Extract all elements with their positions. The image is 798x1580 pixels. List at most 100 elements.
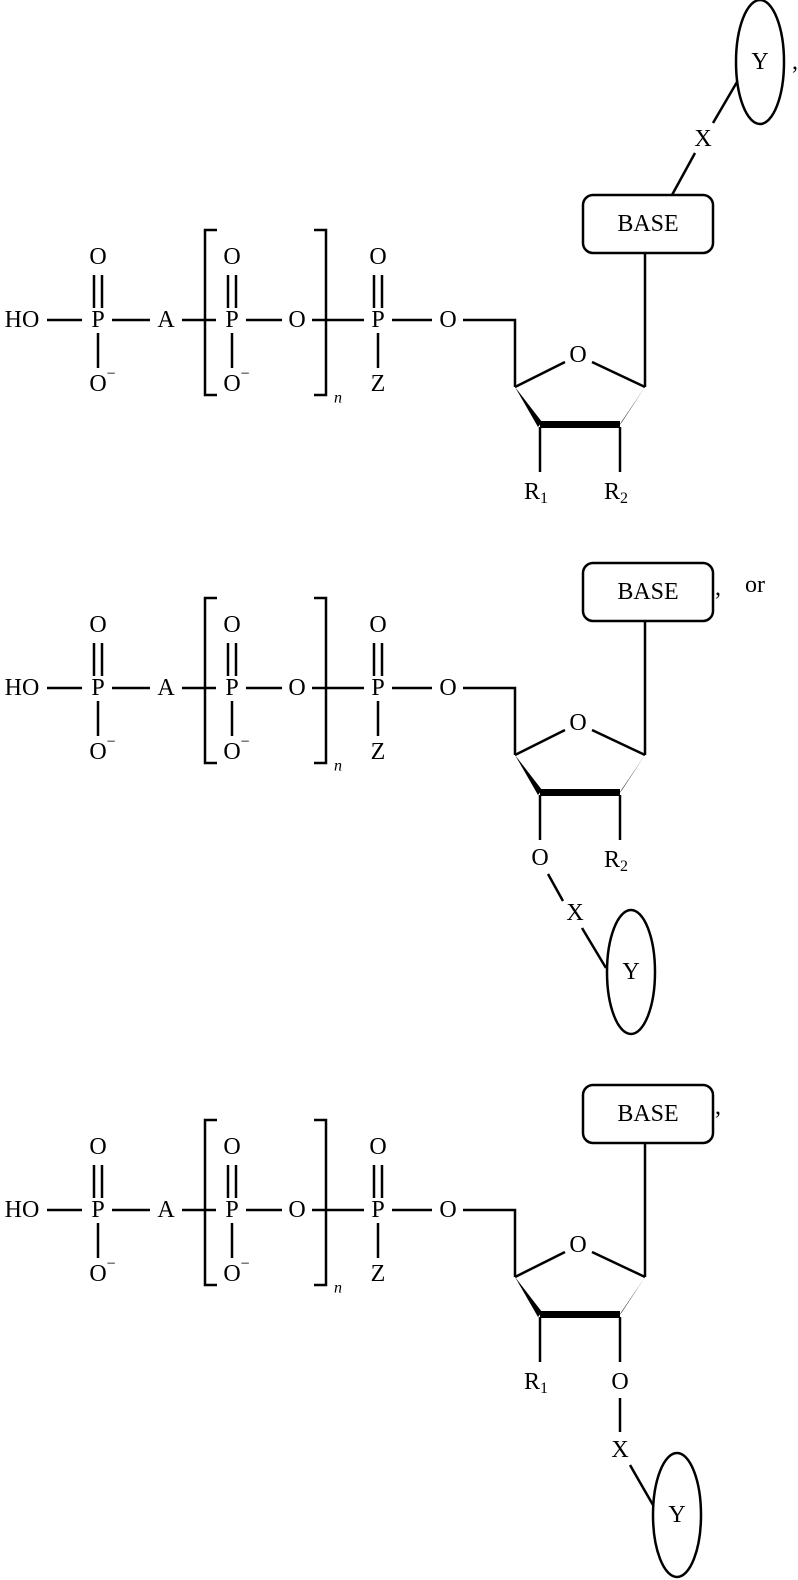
atom-o: O [369,244,386,270]
atom-r: R [524,479,540,505]
wedge-bond [618,387,645,427]
bond [582,928,606,968]
atom-y: Y [668,1502,685,1528]
atom-o-minus: O [223,1261,240,1287]
bond [515,362,565,387]
trailing-comma: , [715,575,721,601]
trailing-comma: , [792,49,798,75]
subscript: 1 [540,1380,548,1397]
atom-p: P [371,307,384,333]
bond [592,362,645,387]
atom-z: Z [371,739,386,765]
atom-o: O [288,675,305,701]
wedge-bond [515,387,542,427]
bond [592,1252,645,1277]
atom-o-minus: O [89,739,106,765]
bond [515,1252,565,1277]
atom-ho: HO [5,675,40,701]
right-bracket [314,230,326,395]
r1-label: R1 [524,1369,548,1397]
ring-oxygen: O [569,342,586,368]
wedge-bond [515,1277,542,1317]
bold-bond [540,1311,620,1318]
atom-a: A [157,307,175,333]
trailing-comma: , [715,1094,721,1120]
atom-a: A [157,675,175,701]
subscript: 1 [540,490,548,507]
wedge-bond [618,1277,645,1317]
atom-o-minus: O [223,739,240,765]
right-bracket [314,598,326,763]
atom-o: O [288,1197,305,1223]
atom-o: O [89,612,106,638]
atom-o: O [531,845,548,871]
r2-label: R2 [604,479,628,507]
r2-label: R2 [604,847,628,875]
charge-minus: − [240,1256,249,1273]
charge-minus: − [240,734,249,751]
atom-o-minus: O [89,1261,106,1287]
base-label: BASE [617,1101,678,1127]
atom-r: R [604,479,620,505]
repeat-n: n [334,390,342,407]
ch2-bond [463,688,515,755]
subscript: 2 [620,858,628,875]
ch2-bond [463,320,515,387]
atom-x: X [611,1437,628,1463]
atom-o: O [89,1134,106,1160]
bond [515,730,565,755]
atom-o: O [439,675,456,701]
atom-p: P [225,307,238,333]
bold-bond [540,789,620,796]
bond [548,874,563,901]
atom-o: O [223,244,240,270]
charge-minus: − [106,734,115,751]
ring-oxygen: O [569,1232,586,1258]
atom-p: P [91,1197,104,1223]
atom-y: Y [622,959,639,985]
atom-ho: HO [5,1197,40,1223]
repeat-n: n [334,758,342,775]
repeat-n: n [334,1280,342,1297]
atom-a: A [157,1197,175,1223]
bond [713,82,737,123]
left-bracket [205,230,217,395]
charge-minus: − [106,366,115,383]
charge-minus: − [240,366,249,383]
atom-o: O [439,307,456,333]
atom-p: P [225,1197,238,1223]
atom-o: O [439,1197,456,1223]
atom-z: Z [371,1261,386,1287]
ch2-bond [463,1210,515,1277]
atom-x: X [566,900,583,926]
left-bracket [205,598,217,763]
base-label: BASE [617,579,678,605]
atom-r: R [524,1369,540,1395]
right-bracket [314,1120,326,1285]
conjunction-or: or [745,572,765,598]
atom-z: Z [371,371,386,397]
atom-o: O [89,244,106,270]
atom-o: O [611,1369,628,1395]
atom-y: Y [751,49,768,75]
wedge-bond [515,755,542,795]
atom-p: P [91,307,104,333]
atom-p: P [91,675,104,701]
atom-p: P [225,675,238,701]
atom-p: P [371,675,384,701]
atom-o: O [223,612,240,638]
ring-oxygen: O [569,710,586,736]
atom-o-minus: O [89,371,106,397]
structure-1: HOPOO−AnPOO−OPOZOOBASER1R2XY, [5,0,798,507]
atom-o: O [369,612,386,638]
r1-label: R1 [524,479,548,507]
wedge-bond [618,755,645,795]
subscript: 2 [620,490,628,507]
bond [672,153,695,195]
structure-2: HOPOO−AnPOO−OPOZOOBASER2OXY,or [5,563,765,1034]
atom-p: P [371,1197,384,1223]
structure-3: HOPOO−AnPOO−OPOZOOBASER1OXY, [5,1085,721,1577]
atom-x: X [694,126,711,152]
atom-ho: HO [5,307,40,333]
atom-o-minus: O [223,371,240,397]
